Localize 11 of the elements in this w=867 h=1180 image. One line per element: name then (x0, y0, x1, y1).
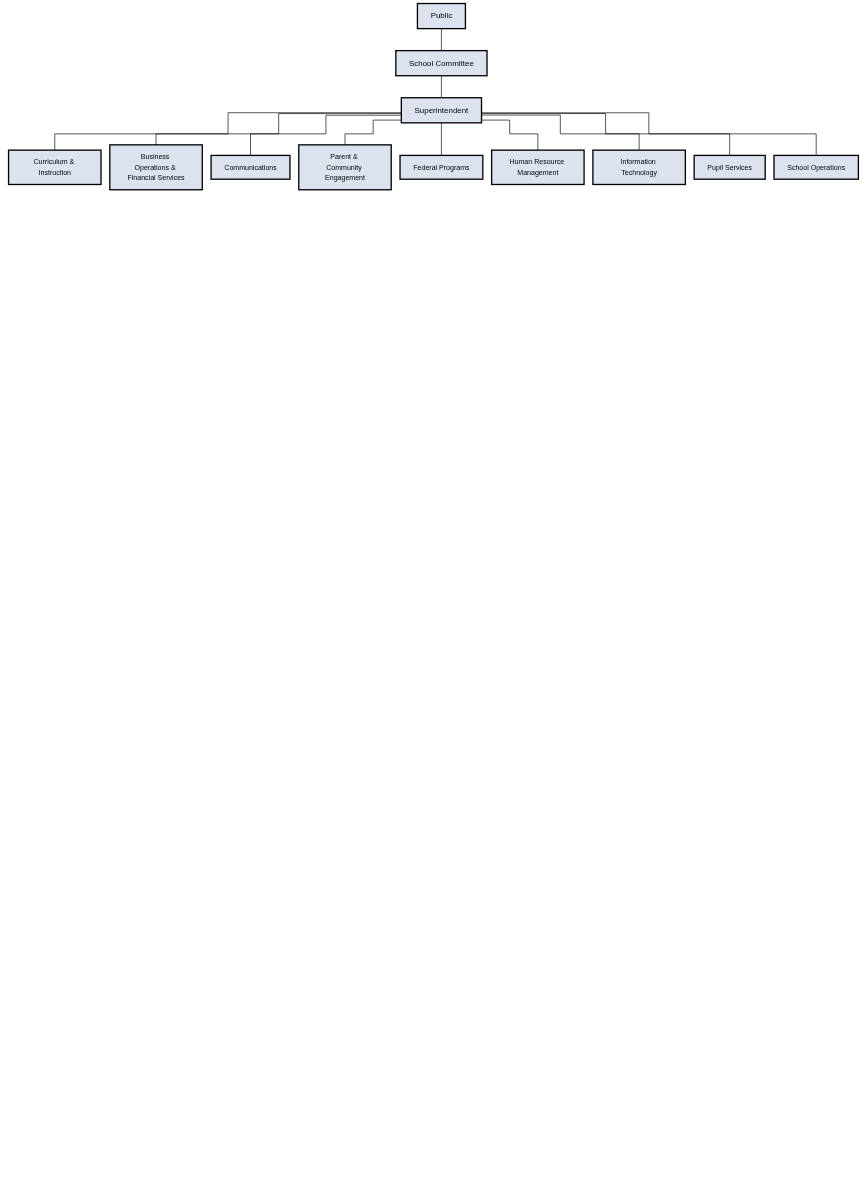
connector (441, 122, 442, 156)
connector (441, 28, 442, 51)
connector (481, 113, 731, 156)
connector (481, 114, 640, 151)
connector (481, 119, 539, 151)
connector (250, 114, 402, 156)
connector (54, 112, 402, 151)
connector (155, 113, 402, 146)
connector (481, 112, 817, 156)
connector (344, 119, 402, 146)
connector (441, 75, 442, 99)
